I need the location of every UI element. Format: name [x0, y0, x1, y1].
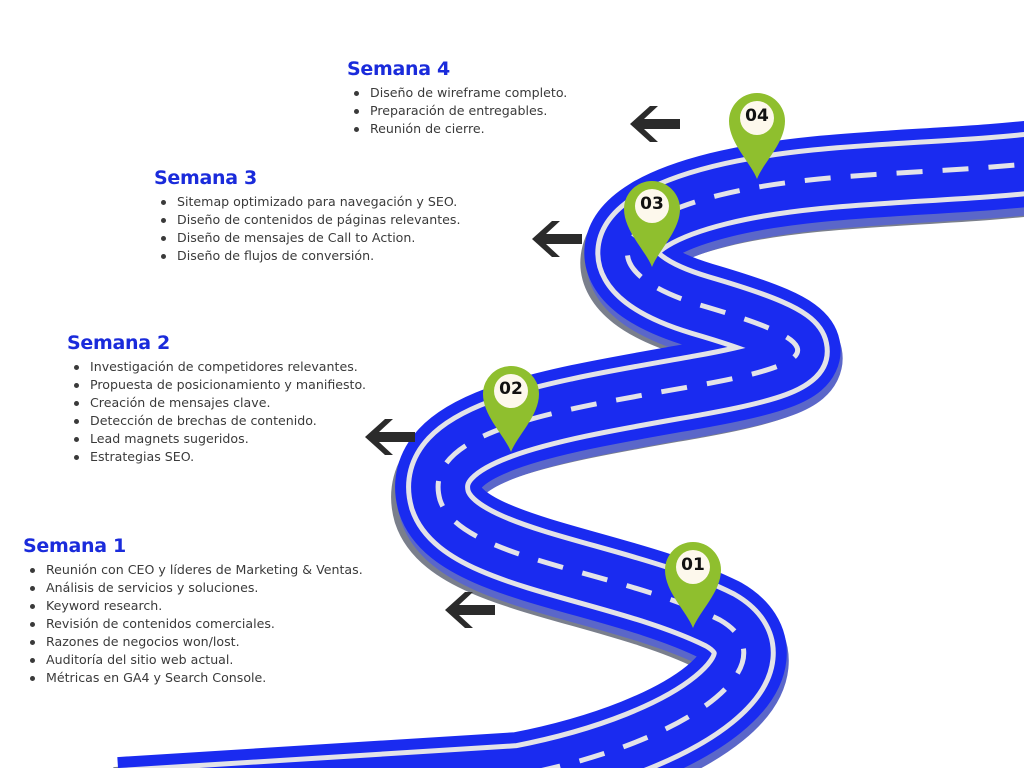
list-item: Métricas en GA4 y Search Console. — [30, 669, 363, 687]
list-item: Investigación de competidores relevantes… — [74, 358, 366, 376]
list-item: Reunión con CEO y líderes de Marketing &… — [30, 562, 363, 577]
list-item: Diseño de mensajes de Call to Action. — [161, 229, 461, 247]
week-1-list: Reunión con CEO y líderes de Marketing &… — [23, 561, 363, 687]
list-item: Diseño de wireframe completo. — [353, 85, 568, 100]
list-item: Preparación de entregables. — [353, 102, 567, 120]
milestone-number: 03 — [640, 194, 664, 214]
list-item: Creación de mensajes clave. — [74, 394, 366, 412]
list-item: Análisis de servicios y soluciones. — [30, 579, 363, 597]
list-item: Detección de brechas de contenido. — [74, 412, 366, 430]
list-item: Revisión de contenidos comerciales. — [30, 615, 363, 633]
map-pin-icon — [665, 542, 721, 628]
week-3-block: Semana 3 Sitemap optimizado para navegac… — [154, 167, 461, 265]
week-2-title: Semana 2 — [67, 332, 170, 354]
milestone-pin-02: 02 — [483, 366, 539, 452]
week-1-title: Semana 1 — [23, 535, 126, 557]
milestone-number: 04 — [745, 106, 769, 126]
map-pin-icon — [624, 181, 680, 267]
week-2-list: Investigación de competidores relevantes… — [67, 358, 366, 466]
milestone-number: 02 — [499, 379, 523, 399]
list-item: Razones de negocios won/lost. — [30, 633, 363, 651]
list-item: Diseño de contenidos de páginas relevant… — [161, 212, 461, 227]
map-pin-icon — [483, 366, 539, 452]
list-item: Reunión de cierre. — [353, 120, 567, 138]
week-3-title: Semana 3 — [154, 167, 257, 189]
arrow-left-icon — [445, 592, 495, 628]
week-4-list: Diseño de wireframe completo. Preparació… — [347, 84, 567, 138]
arrow-left-icon — [532, 221, 582, 257]
week-2-block: Semana 2 Investigación de competidores r… — [67, 332, 366, 466]
milestone-pin-01: 01 — [665, 542, 721, 628]
list-item: Lead magnets sugeridos. — [74, 430, 366, 448]
week-4-title: Semana 4 — [347, 58, 450, 80]
list-item: Propuesta de posicionamiento y manifiest… — [74, 377, 366, 392]
milestone-number: 01 — [681, 555, 705, 575]
map-pin-icon — [729, 93, 785, 179]
list-item: Keyword research. — [30, 597, 363, 615]
list-item: Sitemap optimizado para navegación y SEO… — [161, 193, 461, 211]
milestone-pin-03: 03 — [624, 181, 680, 267]
list-item: Estrategias SEO. — [74, 448, 366, 466]
list-item: Diseño de flujos de conversión. — [161, 247, 461, 265]
arrow-left-icon — [365, 419, 415, 455]
list-item: Auditoría del sitio web actual. — [30, 651, 363, 669]
arrow-left-icon — [630, 106, 680, 142]
week-3-list: Sitemap optimizado para navegación y SEO… — [154, 193, 461, 265]
week-4-block: Semana 4 Diseño de wireframe completo. P… — [347, 58, 567, 138]
week-1-block: Semana 1 Reunión con CEO y líderes de Ma… — [23, 535, 363, 687]
milestone-pin-04: 04 — [729, 93, 785, 179]
